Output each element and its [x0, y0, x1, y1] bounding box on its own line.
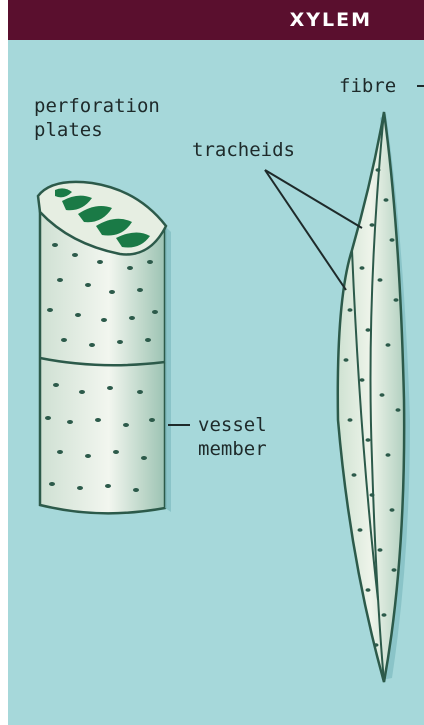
label-perforation-line1: perforation	[34, 94, 160, 118]
tracheids-leader-2	[265, 170, 346, 290]
tracheids-and-fibre	[338, 112, 410, 682]
label-perforation-plates: perforation plates	[34, 94, 160, 142]
label-vessel-member: vessel member	[198, 413, 267, 461]
label-vessel-line1: vessel	[198, 413, 267, 437]
vessel-shadow	[165, 226, 171, 512]
label-vessel-line2: member	[198, 437, 267, 461]
tracheids-leader-1	[265, 170, 362, 228]
label-tracheids: tracheids	[192, 138, 295, 162]
label-fibre: fibre	[339, 74, 396, 98]
vessel-member	[38, 182, 171, 513]
label-perforation-line2: plates	[34, 118, 160, 142]
